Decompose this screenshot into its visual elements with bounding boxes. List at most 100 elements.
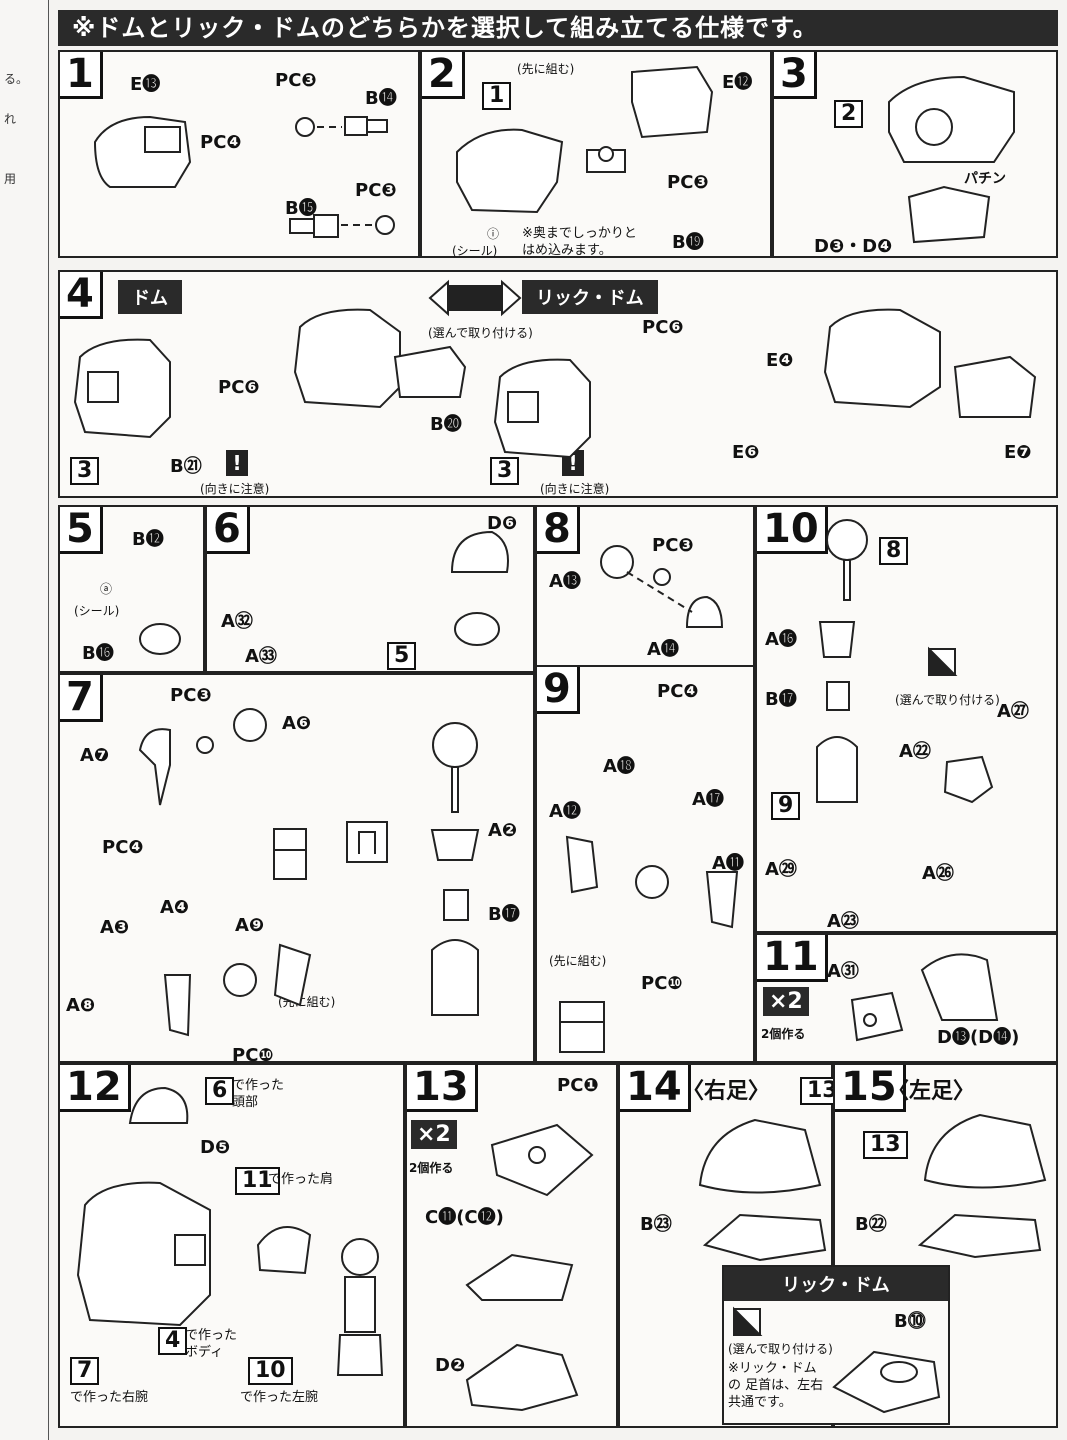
orientation-caution: (向きに注意) (200, 482, 270, 496)
part-label: A⓰ (765, 629, 797, 650)
body-part-drawing (93, 115, 192, 188)
times-two-badge: ×2 (763, 987, 809, 1016)
part-label: D❺ (200, 1137, 231, 1158)
ref-step-box: 3 (70, 457, 100, 485)
part-label: D❻ (487, 513, 518, 534)
ref-step-text: で作った 頭部 (232, 1078, 285, 1110)
insert-fully-note: ※奥までしっかりと はめ込みます。 (522, 226, 637, 258)
part-label: A㉙ (765, 859, 797, 880)
backpack-drawing (953, 355, 1037, 418)
step-number: 8 (537, 507, 580, 554)
part-label: A❸ (100, 917, 130, 938)
part-label: E❹ (766, 350, 794, 371)
part-label: B⓳ (672, 232, 704, 253)
part-label: A㉓ (827, 911, 859, 932)
sticker-mark: ⓘ (487, 227, 500, 241)
torso-drawing (493, 358, 591, 459)
step-number: 15 (835, 1065, 906, 1112)
ref-step-box: 2 (834, 100, 864, 128)
ankle-armor-drawing (465, 1253, 574, 1301)
part-drawing (631, 65, 714, 139)
choose-note: (選んで取り付ける) (728, 1342, 833, 1356)
ref-step-text: で作った ボディ (185, 1328, 238, 1360)
joint-part-drawing (289, 214, 395, 238)
torso-drawing (293, 308, 401, 409)
step-6-panel: 6 A㉜ A㉝ D❻ 5 (205, 505, 535, 673)
upper-arm-drawing (565, 835, 739, 929)
part-label: D⓭(D⓮) (937, 1027, 1020, 1048)
head-drawing (128, 1086, 189, 1124)
part-label: PC❹ (102, 837, 144, 858)
part-label: PC❿ (232, 1045, 274, 1066)
body-drawing (76, 1181, 211, 1327)
edge-text: れ (4, 112, 17, 126)
step-2-panel: 2 1 (先に組む) E⓬ PC❸ B⓳ (シール) ⓘ ※奥までしっかりと は… (420, 50, 772, 258)
part-label: B⓮ (365, 88, 397, 109)
ref-step-text: で作った右腕 (70, 1390, 149, 1405)
part-label: B⓯ (285, 198, 317, 219)
elbow-part-drawing (600, 545, 724, 628)
edge-text: 用 (4, 172, 17, 186)
ref-step-box: 3 (490, 457, 520, 485)
part-label: A⓬ (549, 801, 581, 822)
step-10-panel: 10 8 9 A⓰ B⓱ A㉗ A㉒ A㉙ A㉖ A㉓ (選んで取り付ける) (755, 505, 1058, 933)
make-two-note: 2個作る (409, 1161, 454, 1175)
step-number: 4 (60, 272, 103, 319)
ref-step-text: で作った肩 (268, 1172, 334, 1187)
elbow-part-drawing (138, 708, 267, 806)
part-label: E⓭ (130, 74, 161, 95)
part-label: A㉗ (997, 701, 1029, 722)
shoulder-armor-drawing (920, 953, 999, 1021)
bracket-icon-drawing (346, 821, 388, 863)
part-label: A㉝ (245, 646, 277, 667)
crotch-part-drawing (907, 185, 991, 244)
choose-icon (733, 1306, 763, 1336)
sticker-note: (シール) (452, 244, 498, 258)
step-5-panel: 5 B⓬ B⓰ ⓐ (シール) (58, 505, 205, 673)
foot-drawing (698, 1118, 822, 1194)
part-label: A⓭ (549, 571, 581, 592)
step-number: 1 (60, 52, 103, 99)
step-number: 9 (537, 667, 580, 714)
sticker-note: (シール) (74, 604, 120, 618)
part-label: D❸・D❹ (814, 236, 893, 257)
torso-drawing (823, 308, 941, 409)
frame-icon-drawing (273, 828, 307, 880)
waist-part-drawing (456, 128, 564, 214)
part-label: A❾ (235, 915, 265, 936)
part-label: A㉒ (899, 741, 931, 762)
neck-part-drawing (454, 612, 500, 646)
step-number: 5 (60, 507, 103, 554)
make-two-note: 2個作る (761, 1027, 806, 1041)
part-label: PC❸ (355, 180, 397, 201)
part-label: B⓱ (765, 689, 797, 710)
head-part-drawing (450, 530, 509, 573)
orientation-caution: (向きに注意) (540, 482, 610, 496)
step-12-panel: 12 D❺ 6 で作った 頭部 11 で作った肩 4 で作った ボディ 7 で作… (58, 1063, 405, 1428)
part-label: C⓫(C⓬) (425, 1207, 504, 1228)
part-label: B㉒ (855, 1214, 887, 1235)
part-label: B⓬ (132, 529, 164, 550)
build-first-note: (先に組む) (517, 62, 575, 76)
sticker-mark: ⓐ (100, 582, 113, 596)
part-label: A㉖ (922, 863, 954, 884)
shoulder-inner-drawing (850, 991, 904, 1042)
part-label: B⓱ (488, 904, 520, 925)
part-label: PC❸ (170, 685, 212, 706)
part-label: PC❹ (657, 681, 699, 702)
backpack-drawing (393, 345, 467, 398)
ref-step-box: 8 (879, 537, 909, 565)
step-1-panel: 1 E⓭ PC❸ B⓮ PC❹ PC❸ B⓯ (58, 50, 420, 258)
part-label: PC❶ (557, 1075, 599, 1096)
step-number: 11 (757, 935, 828, 982)
rick-dom-variant-tag: リック・ドム (522, 280, 658, 314)
part-label: A⓱ (692, 789, 724, 810)
choose-icon (928, 646, 958, 676)
dom-variant-tag: ドム (118, 280, 182, 314)
foot-drawing (923, 1113, 1047, 1189)
part-label: A⓫ (712, 853, 744, 874)
sole-drawing (702, 1213, 827, 1262)
part-label: B⓴ (430, 414, 462, 435)
choose-note: (選んで取り付ける) (895, 693, 1000, 707)
step-number: 14 (620, 1065, 691, 1112)
